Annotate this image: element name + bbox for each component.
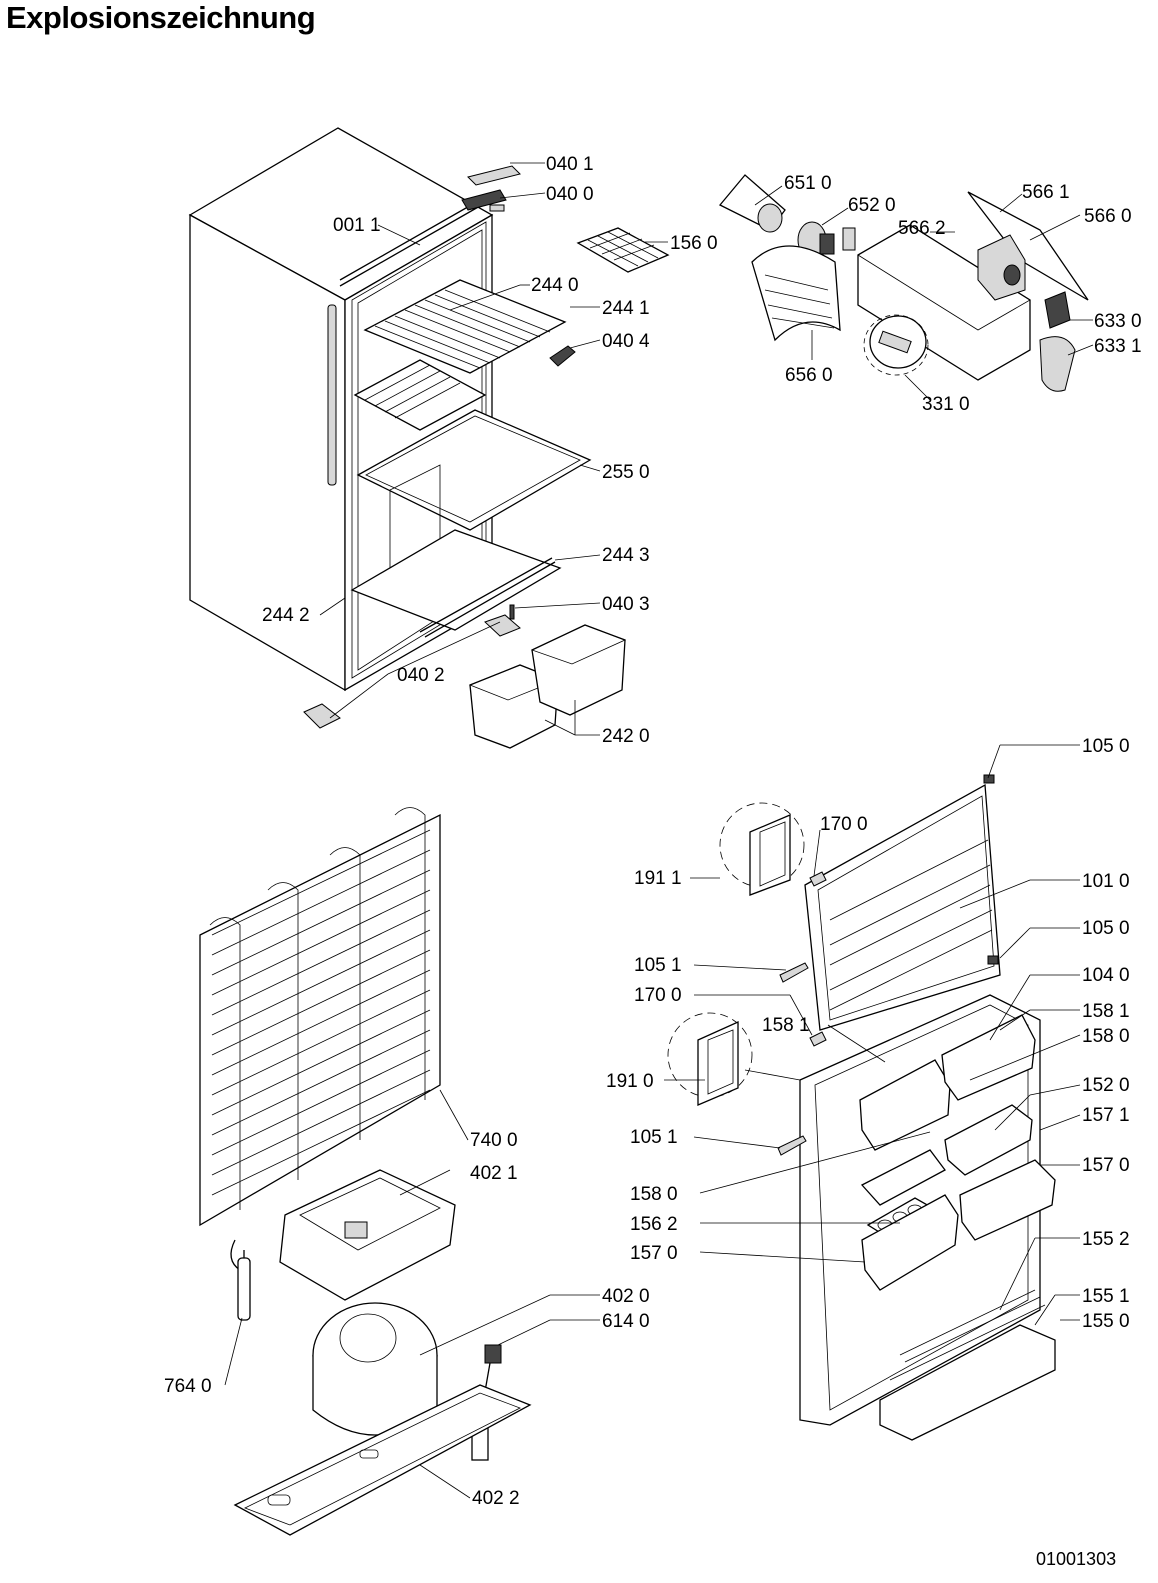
- door-gasket-upper-detail: [719, 802, 805, 896]
- label-157-1: 157 1: [1082, 1105, 1130, 1126]
- label-105-0-mid: 105 0: [1082, 918, 1130, 939]
- condenser: [199, 807, 441, 1271]
- label-614-0: 614 0: [602, 1311, 650, 1332]
- label-402-2: 402 2: [472, 1488, 520, 1509]
- label-633-1: 633 1: [1094, 336, 1142, 357]
- label-040-4: 040 4: [602, 331, 650, 352]
- label-402-1: 402 1: [470, 1163, 518, 1184]
- label-001-1: 001 1: [333, 215, 381, 236]
- label-191-0: 191 0: [606, 1071, 654, 1092]
- label-764-0: 764 0: [164, 1376, 212, 1397]
- pin-part: [509, 604, 515, 620]
- label-158-0-right: 158 0: [1082, 1026, 1130, 1047]
- page-title: Explosionszeichnung: [6, 0, 316, 35]
- label-158-1-right: 158 1: [1082, 1001, 1130, 1022]
- hinge-cover-part: [467, 165, 521, 186]
- hinge-pin-mid-part: [987, 955, 999, 965]
- foot-part-upper: [484, 614, 521, 637]
- label-101-0: 101 0: [1082, 871, 1130, 892]
- lamp-part: [718, 174, 786, 233]
- thermostat-knob-part: [863, 314, 929, 376]
- label-633-0: 633 0: [1094, 311, 1142, 332]
- label-155-2: 155 2: [1082, 1229, 1130, 1250]
- label-040-2: 040 2: [397, 665, 445, 686]
- door-shelf-mid-part: [860, 1149, 946, 1206]
- label-170-0-lower: 170 0: [634, 985, 682, 1006]
- label-156-2: 156 2: [630, 1214, 678, 1235]
- plug-lower-part: [809, 1031, 827, 1047]
- base-plate-part: [233, 1384, 532, 1536]
- label-156-0: 156 0: [670, 233, 718, 254]
- side-shelf-part: [959, 1159, 1056, 1241]
- label-157-0-left: 157 0: [630, 1243, 678, 1264]
- bottom-shelf-part: [879, 1289, 1056, 1441]
- door-handle-strip: [327, 304, 337, 486]
- label-155-0: 155 0: [1082, 1311, 1130, 1332]
- door-hinge-upper-part: [779, 962, 809, 983]
- label-105-1-upper: 105 1: [634, 955, 682, 976]
- label-105-1-lower: 105 1: [630, 1127, 678, 1148]
- label-566-0: 566 0: [1084, 206, 1132, 227]
- label-740-0: 740 0: [470, 1130, 518, 1151]
- switch-cover-part: [1039, 336, 1076, 392]
- door-hinge-lower-part: [777, 1135, 807, 1156]
- label-566-1: 566 1: [1022, 182, 1070, 203]
- label-104-0: 104 0: [1082, 965, 1130, 986]
- lamp-cover-part: [751, 245, 841, 342]
- butter-compartment-part: [859, 1059, 951, 1151]
- label-244-0: 244 0: [531, 275, 579, 296]
- label-040-3: 040 3: [602, 594, 650, 615]
- part-labels: 040 1 040 0 001 1 156 0 244 0 244 1 040 …: [164, 154, 1142, 1509]
- label-255-0: 255 0: [602, 462, 650, 483]
- label-105-0-top: 105 0: [1082, 736, 1130, 757]
- label-566-2: 566 2: [898, 218, 946, 239]
- document-number: 01001303: [1036, 1549, 1117, 1569]
- compressor-part: [312, 1302, 438, 1436]
- door-shelf-small-part: [944, 1104, 1033, 1176]
- top-hinge-part: [461, 189, 507, 212]
- cabinet: [188, 127, 592, 692]
- ice-tray-part: [576, 227, 670, 273]
- label-331-0: 331 0: [922, 394, 970, 415]
- thermostat-housing-part: [857, 224, 1031, 381]
- switch-part: [1044, 291, 1071, 329]
- label-244-1: 244 1: [602, 298, 650, 319]
- plug-upper-part: [809, 871, 827, 887]
- label-244-3: 244 3: [602, 545, 650, 566]
- label-040-0: 040 0: [546, 184, 594, 205]
- label-242-0: 242 0: [602, 726, 650, 747]
- label-155-1: 155 1: [1082, 1286, 1130, 1307]
- bottle-shelf-part: [861, 1194, 959, 1291]
- label-158-0-left: 158 0: [630, 1184, 678, 1205]
- label-191-1: 191 1: [634, 868, 682, 889]
- label-157-0-right: 157 0: [1082, 1155, 1130, 1176]
- label-158-1-center: 158 1: [762, 1015, 810, 1036]
- label-170-0-upper: 170 0: [820, 814, 868, 835]
- label-652-0: 652 0: [848, 195, 896, 216]
- leader-lines: [224, 162, 1094, 1499]
- crisper-drawers: [468, 624, 627, 749]
- freezer-door-part: [804, 783, 1001, 1031]
- drip-tray-part: [279, 1169, 456, 1301]
- thermostat-part: [977, 234, 1026, 301]
- foot-part-lower: [303, 703, 341, 729]
- label-244-2: 244 2: [262, 605, 310, 626]
- label-651-0: 651 0: [784, 173, 832, 194]
- freezer-shelf: [363, 279, 567, 374]
- label-040-1: 040 1: [546, 154, 594, 175]
- label-152-0: 152 0: [1082, 1075, 1130, 1096]
- door-gasket-lower-detail: [667, 1012, 753, 1106]
- label-656-0: 656 0: [785, 365, 833, 386]
- shelf-clip-part: [549, 345, 576, 367]
- control-board-part: [967, 191, 1089, 301]
- filter-drier-part: [237, 1250, 251, 1321]
- label-402-0: 402 0: [602, 1286, 650, 1307]
